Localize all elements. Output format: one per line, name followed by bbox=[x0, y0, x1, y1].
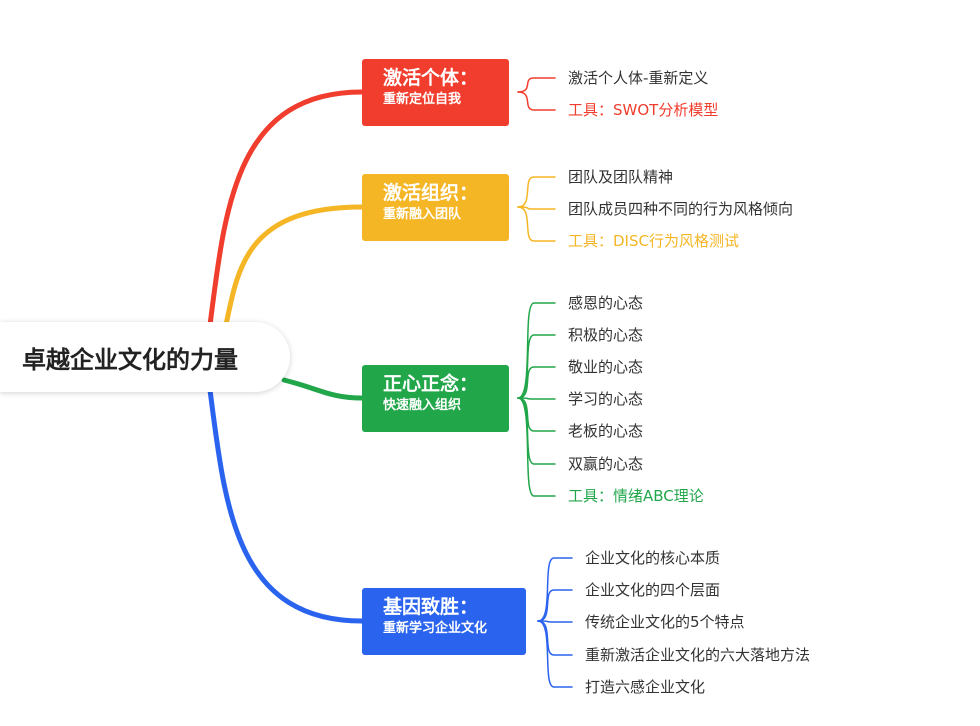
branch-title: 激活个体： bbox=[383, 67, 479, 89]
leaf-topic-tool[interactable]: 工具：SWOT分析模型 bbox=[568, 101, 719, 119]
connector-line bbox=[517, 397, 556, 400]
root-topic[interactable]: 卓越企业文化的力量 bbox=[0, 322, 290, 392]
connector-line bbox=[517, 77, 556, 93]
branch-title: 激活组织： bbox=[383, 182, 479, 204]
leaf-topic[interactable]: 激活个人体-重新定义 bbox=[568, 69, 709, 87]
connector-line bbox=[537, 620, 573, 688]
branch-activate-organization[interactable]: 激活组织： 重新融入团队 bbox=[362, 174, 509, 241]
connector-line bbox=[537, 620, 573, 656]
leaf-topic-tool[interactable]: 工具：情绪ABC理论 bbox=[568, 487, 704, 505]
leaf-topic[interactable]: 学习的心态 bbox=[568, 390, 644, 408]
branch-subtitle: 重新学习企业文化 bbox=[383, 621, 488, 636]
connector-line bbox=[207, 387, 365, 624]
branch-subtitle: 重新定位自我 bbox=[383, 92, 462, 107]
connector-line bbox=[537, 620, 573, 623]
connector-line bbox=[207, 89, 365, 328]
leaf-topic[interactable]: 重新激活企业文化的六大落地方法 bbox=[585, 646, 811, 664]
connector-line bbox=[537, 589, 573, 622]
leaf-topic[interactable]: 企业文化的核心本质 bbox=[585, 549, 721, 567]
connector-line bbox=[517, 206, 556, 242]
connector-line bbox=[517, 397, 556, 497]
connector-line bbox=[281, 377, 365, 401]
branch-right-mindset[interactable]: 正心正念： 快速融入组织 bbox=[362, 365, 509, 432]
leaf-topic[interactable]: 传统企业文化的5个特点 bbox=[585, 613, 745, 631]
leaf-topic[interactable]: 团队及团队精神 bbox=[568, 168, 674, 186]
leaf-topic[interactable]: 感恩的心态 bbox=[568, 294, 644, 312]
connector-line bbox=[517, 176, 556, 208]
leaf-topic[interactable]: 积极的心态 bbox=[568, 326, 644, 344]
branch-subtitle: 重新融入团队 bbox=[383, 207, 462, 222]
leaf-topic[interactable]: 老板的心态 bbox=[568, 422, 644, 440]
branch-activate-individual[interactable]: 激活个体： 重新定位自我 bbox=[362, 59, 509, 126]
connector-line bbox=[517, 366, 556, 399]
connector-line bbox=[517, 206, 556, 210]
branch-subtitle: 快速融入组织 bbox=[383, 398, 462, 413]
connector-line bbox=[537, 557, 573, 622]
root-topic-label: 卓越企业文化的力量 bbox=[22, 345, 238, 374]
connector-line bbox=[517, 334, 556, 399]
leaf-topic[interactable]: 企业文化的四个层面 bbox=[585, 581, 721, 599]
connector-line bbox=[517, 91, 556, 111]
branch-title: 基因致胜： bbox=[383, 596, 479, 618]
connector-line bbox=[517, 302, 556, 399]
branch-title: 正心正念： bbox=[383, 373, 479, 395]
leaf-topic[interactable]: 双赢的心态 bbox=[568, 455, 644, 473]
leaf-topic[interactable]: 敬业的心态 bbox=[568, 358, 644, 376]
leaf-topic-tool[interactable]: 工具：DISC行为风格测试 bbox=[568, 232, 739, 250]
leaf-topic[interactable]: 团队成员四种不同的行为风格倾向 bbox=[568, 200, 794, 218]
branch-culture-genes[interactable]: 基因致胜： 重新学习企业文化 bbox=[362, 588, 526, 655]
connector-line bbox=[223, 204, 365, 328]
leaf-topic[interactable]: 打造六感企业文化 bbox=[585, 678, 706, 696]
